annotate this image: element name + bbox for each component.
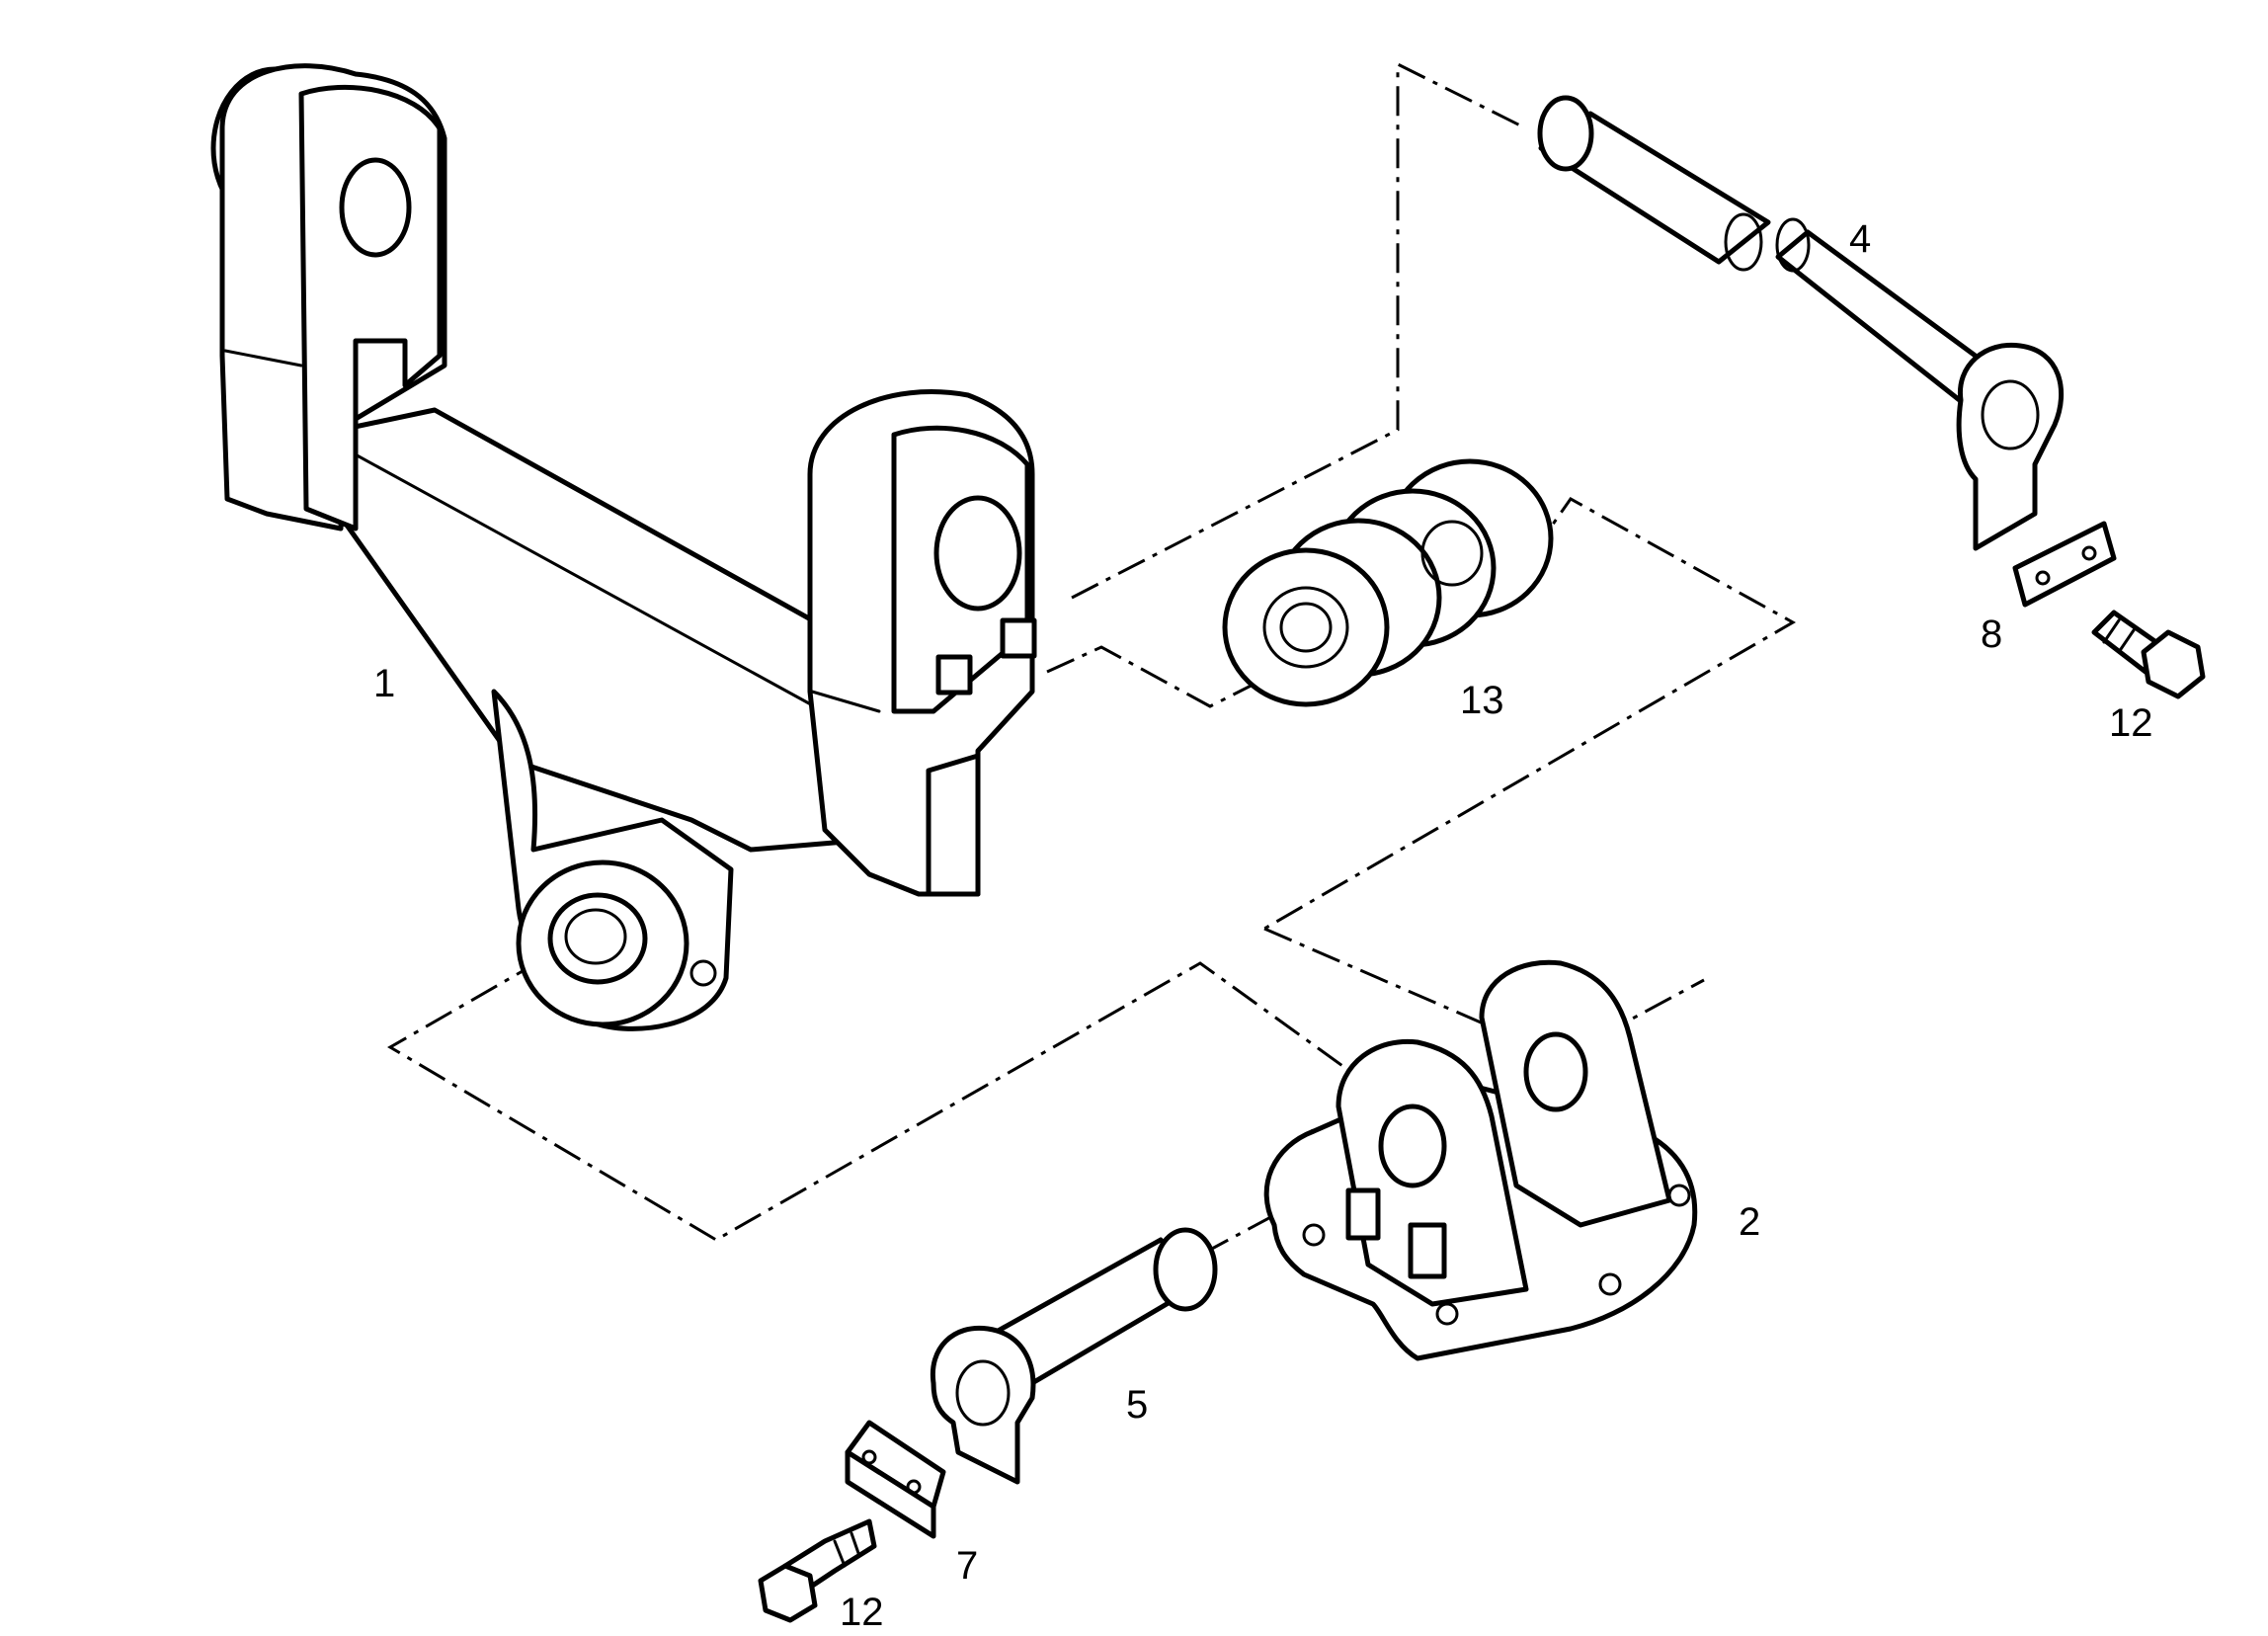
part-2-base (1263, 959, 1698, 1361)
pin-4-head (1956, 342, 2065, 551)
lock-block-b (1000, 617, 1037, 659)
axis-pin-4 (1071, 61, 1527, 600)
callout-1: 1 (373, 662, 395, 705)
lock-block-a (935, 654, 973, 695)
base-lock-block-b (1408, 1222, 1447, 1279)
part-7-lock-plate (845, 1420, 946, 1539)
part-4-pin (1537, 95, 2065, 551)
callout-8: 8 (1981, 613, 2002, 656)
part-12-bolt-upper (2091, 610, 2206, 699)
part-12-bolt-lower (758, 1518, 877, 1623)
callout-12-upper: 12 (2109, 701, 2153, 745)
axis-spring-13-frame (1263, 497, 1797, 931)
callout-4: 4 (1849, 217, 1871, 261)
callouts: 1 13 4 8 12 2 5 7 12 (373, 217, 2153, 1634)
bracket-left-eye (339, 157, 412, 258)
part-1-bracket (210, 63, 1037, 1031)
callout-2: 2 (1739, 1200, 1760, 1244)
bracket-lower-ring-inner (547, 892, 648, 985)
bracket-right-slot (926, 753, 981, 897)
pin-5-head (930, 1325, 1036, 1485)
part-8-lock-plate (2012, 521, 2117, 608)
callout-7: 7 (956, 1544, 978, 1588)
callout-13: 13 (1460, 679, 1504, 722)
base-lock-block-a (1345, 1187, 1381, 1241)
callout-12-lower: 12 (840, 1591, 884, 1634)
lower-arm-screw (689, 959, 717, 987)
bracket-beam (338, 407, 872, 853)
part-5-pin (930, 1227, 1218, 1485)
bracket-right-eye (933, 495, 1022, 612)
callout-5: 5 (1126, 1383, 1148, 1427)
part-13-spring-stack (1222, 458, 1554, 707)
